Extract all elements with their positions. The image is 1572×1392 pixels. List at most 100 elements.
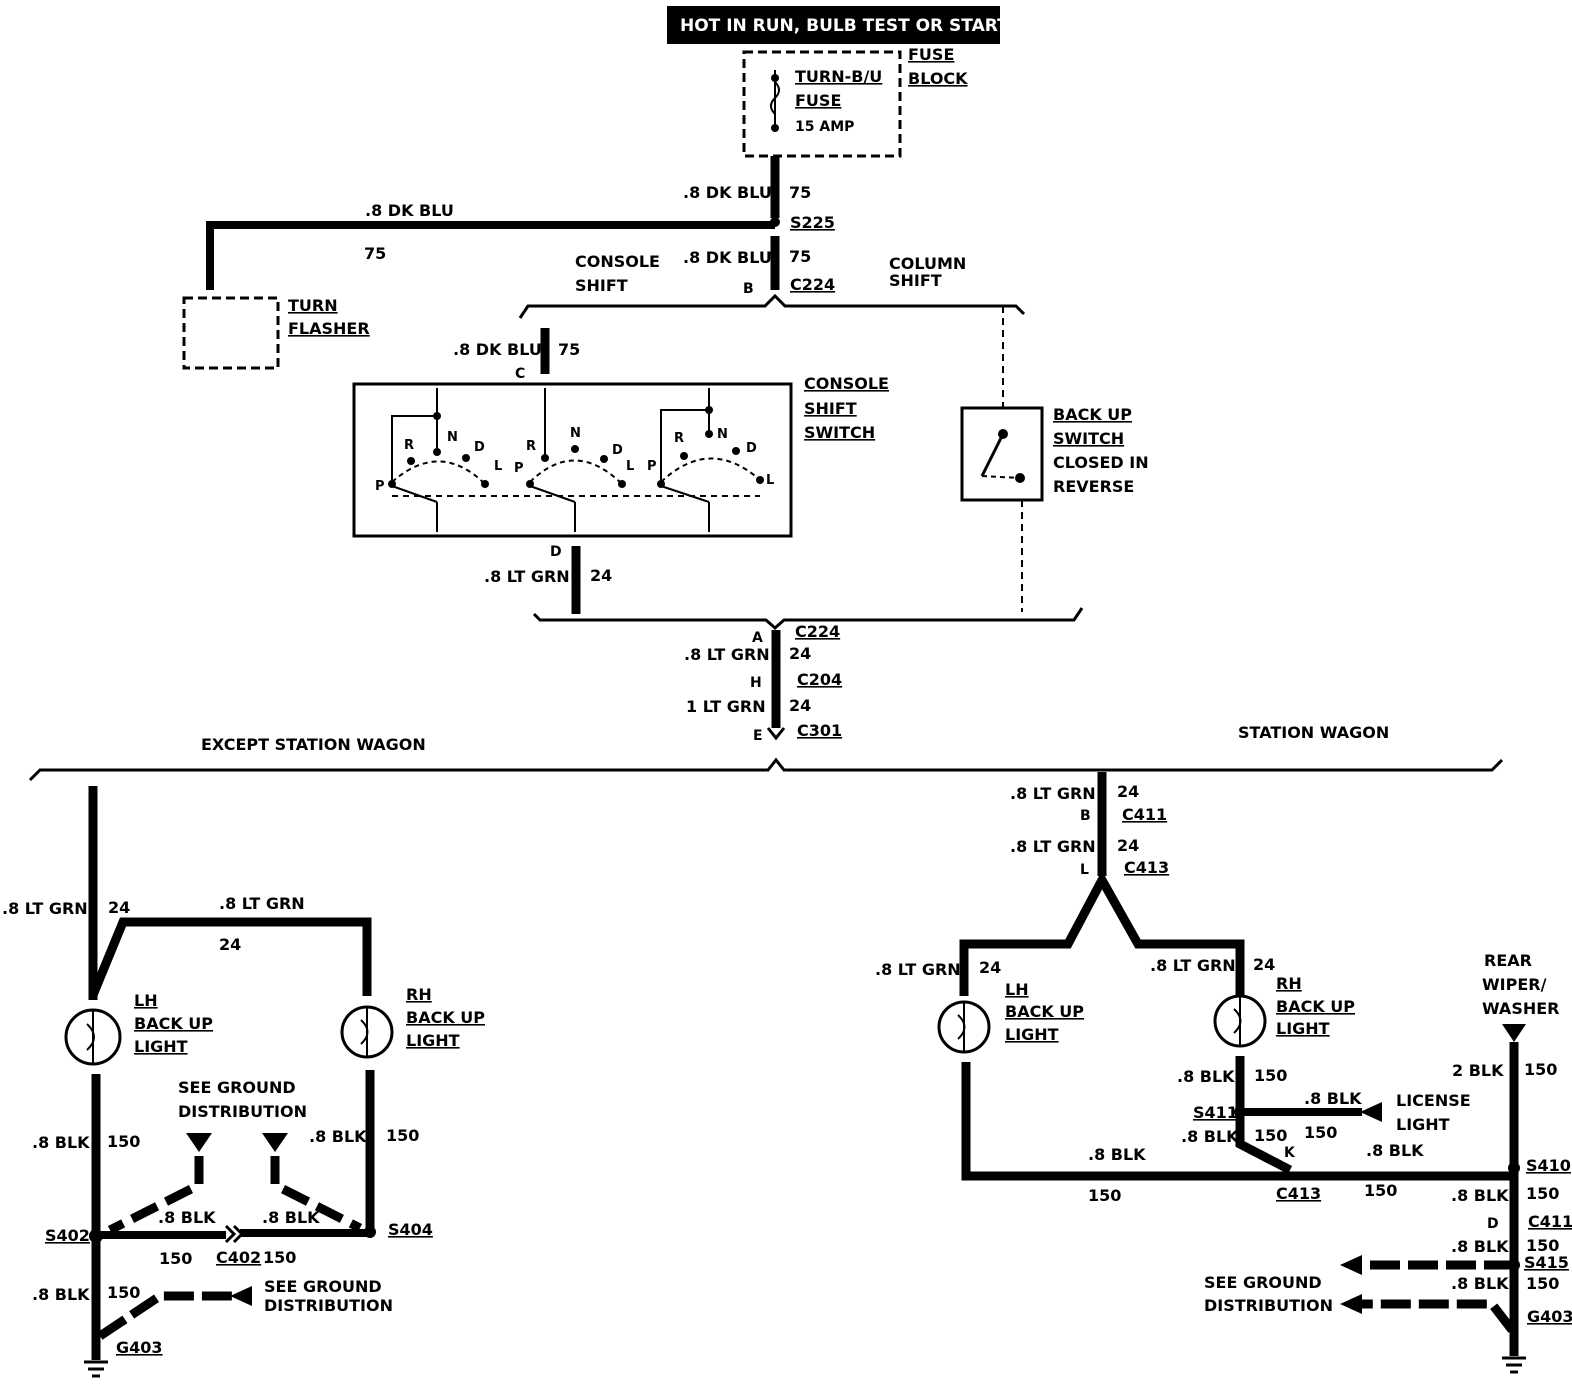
pin-l-c413: L [1080,862,1089,878]
pin-d-c411: D [1487,1216,1499,1232]
wire-label-blk-s411: .8 BLK [1181,1127,1239,1146]
pos-l-2: L [626,459,634,474]
splice-s415: S415 [1524,1253,1569,1272]
column-shift-label: COLUMN [889,254,966,273]
rh-light-label-except-3: LIGHT [406,1031,460,1050]
pos-n-1: N [447,430,458,445]
circuit-150-k: 150 [1364,1181,1397,1200]
switch-contact-dots [388,406,764,488]
circuit-24-main-2: 24 [789,696,811,715]
option-bracket-bottom [532,607,1084,631]
circuit-150-s410: 150 [1526,1184,1559,1203]
rh-light-label-except: RH [406,985,432,1004]
fuse-name-2: FUSE [795,91,841,110]
circuit-150-rh-except: 150 [386,1126,419,1145]
connector-c402-symbol [224,1224,245,1244]
section-wagon: STATION WAGON [1238,723,1389,742]
circuit-150-lh-except: 150 [107,1132,140,1151]
circuit-150-c411: 150 [1526,1236,1559,1255]
license-light-arrow [1360,1102,1382,1122]
ground-dist-arrow-2 [262,1133,288,1152]
wire-label-lt-grn-except-rh: .8 LT GRN [219,894,305,913]
circuit-24-wagon-1: 24 [1117,782,1139,801]
circuit-150-rh-wagon: 150 [1254,1066,1287,1085]
lh-light-label-except: LH [134,991,158,1010]
backup-switch-label-4: REVERSE [1053,477,1134,496]
wire-label-lt-grn-wagon-1: .8 LT GRN [1010,784,1096,803]
wire-blk-gnd-dist-2 [270,1156,363,1233]
console-switch-label: CONSOLE [804,374,889,393]
rh-light-label-wagon: RH [1276,974,1302,993]
switch-contacts-3 [660,388,761,532]
console-switch-label-3: SWITCH [804,423,875,442]
backup-switch-dot-1 [998,429,1008,439]
circuit-24-wagon-2: 24 [1117,836,1139,855]
fuse-symbol [770,81,780,115]
column-shift-label-2: SHIFT [889,271,942,290]
lh-bulb-filament-wagon [957,1002,966,1052]
ground-dist-arrow-3 [230,1286,252,1306]
splice-s402: S402 [45,1226,90,1245]
console-shift-label-2: SHIFT [575,276,628,295]
ground-dist-arrow-5 [1340,1294,1362,1314]
splice-s225: S225 [790,213,835,232]
ground-g403-wagon: G403 [1527,1307,1572,1326]
fuse-rating: 15 AMP [795,119,854,135]
wire-blk-gnd-dist-1 [107,1156,204,1235]
lh-light-label-except-2: BACK UP [134,1014,213,1033]
fuse-name: TURN-B/U [795,67,882,86]
wire-dk-blu-to-flasher [206,221,775,290]
rh-light-label-wagon-3: LIGHT [1276,1019,1330,1038]
wire-label-lt-grn-wagon-rh: .8 LT GRN [1150,956,1236,975]
wire-label-blk-s402: .8 BLK [158,1208,216,1227]
backup-switch-label-3: CLOSED IN [1053,453,1149,472]
splice-s404: S404 [388,1220,433,1239]
circuit-75-3: 75 [558,340,580,359]
wire-label-blk-s415: .8 BLK [1451,1274,1509,1293]
connector-c204: C204 [797,670,842,689]
circuit-24-main-1: 24 [789,644,811,663]
wire-label-blk-lh-wagon: .8 BLK [1088,1145,1146,1164]
circuit-150-s402: 150 [159,1249,192,1268]
circuit-24-wagon-rh: 24 [1253,955,1275,974]
turn-flasher-outline [182,296,280,370]
wire-label-lt-grn-1: 1 LT GRN [686,697,766,716]
connector-c411-top: C411 [1122,805,1167,824]
pin-b-c224: B [743,281,754,297]
connector-c413-top: C413 [1124,858,1169,877]
pin-b-c411: B [1080,808,1091,824]
ground-symbol-g403-except [84,1360,108,1378]
rh-bulb-filament-wagon [1233,996,1242,1046]
pos-r-2: R [526,439,536,454]
turn-flasher-label: TURN [288,296,338,315]
wire-label-lt-grn-main: .8 LT GRN [684,645,770,664]
console-shift-label: CONSOLE [575,252,660,271]
turn-flasher-label-2: FLASHER [288,319,370,338]
switch-contacts-1 [391,388,760,532]
pin-k-c413: K [1284,1145,1296,1161]
wire-blk-s402-s404 [96,1229,370,1239]
wire-label-lt-grn-wagon-lh: .8 LT GRN [875,960,961,979]
pos-l-3: L [766,473,774,488]
backup-switch-label-2: SWITCH [1053,429,1124,448]
circuit-150-wiper: 150 [1524,1060,1557,1079]
pos-n-3: N [717,427,728,442]
wire-lt-grn-wagon-split [959,870,1245,996]
splice-s410-dot [1508,1162,1520,1174]
section-except-wagon: EXCEPT STATION WAGON [201,735,426,754]
ground-dist-arrow-1 [186,1133,212,1152]
wire-blk-gnd-dist-3 [97,1291,232,1340]
pos-r-3: R [674,431,684,446]
lh-light-label-except-3: LIGHT [134,1037,188,1056]
circuit-24-switch: 24 [590,566,612,585]
power-header: HOT IN RUN, BULB TEST OR START [680,16,1009,36]
power-header-box [667,6,1000,44]
splice-s410: S410 [1526,1156,1571,1175]
connector-c301-arrow [766,727,786,741]
ground-dist-label-4b: DISTRIBUTION [1204,1296,1333,1315]
lh-light-label-wagon-2: BACK UP [1005,1002,1084,1021]
pos-p-2: P [514,461,524,476]
rear-wiper-label: REAR [1484,951,1532,970]
circuit-24-except-rh: 24 [219,935,241,954]
lh-bulb-filament-except [86,1010,95,1064]
